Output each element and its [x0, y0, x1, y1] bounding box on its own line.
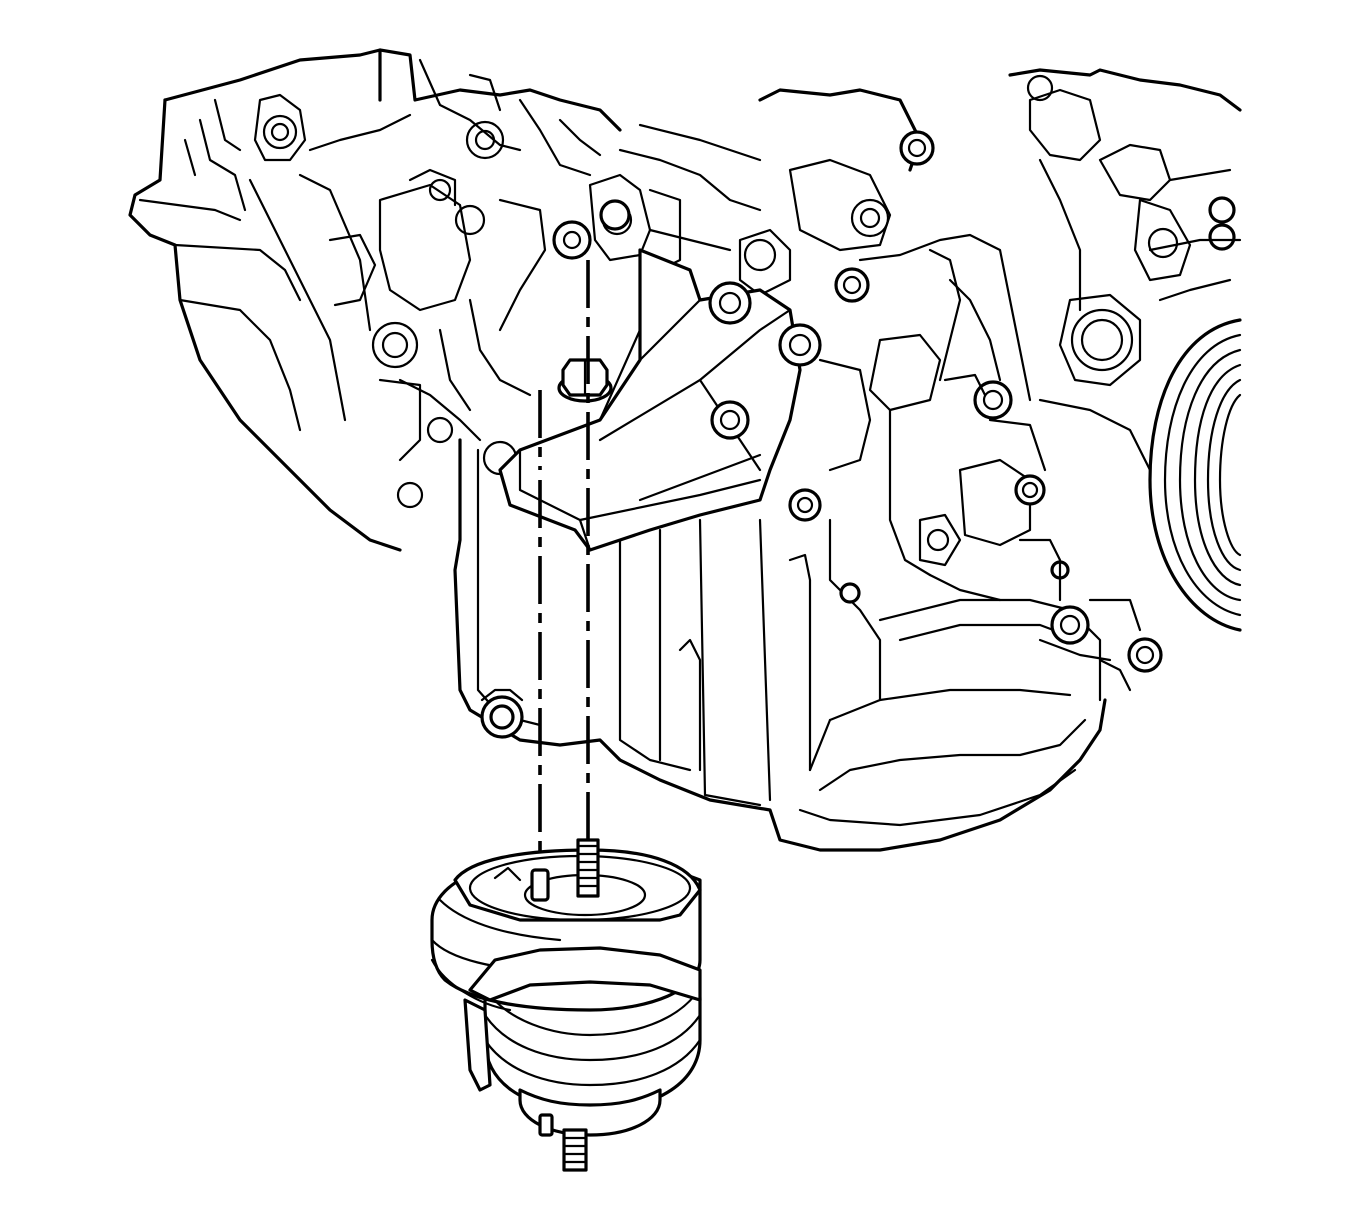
- engine-mount: [430, 838, 702, 1172]
- mount-upper-stud: [576, 838, 600, 898]
- mount-bracket: [498, 199, 870, 552]
- crank-pulley: [1148, 318, 1242, 632]
- mount-lower-stud: [538, 1113, 588, 1172]
- oil-pan: [453, 438, 1107, 852]
- install-lines: [538, 260, 590, 860]
- side-bolts: [918, 373, 1163, 692]
- mount-nut: [557, 358, 613, 403]
- engine-block: [128, 48, 1242, 577]
